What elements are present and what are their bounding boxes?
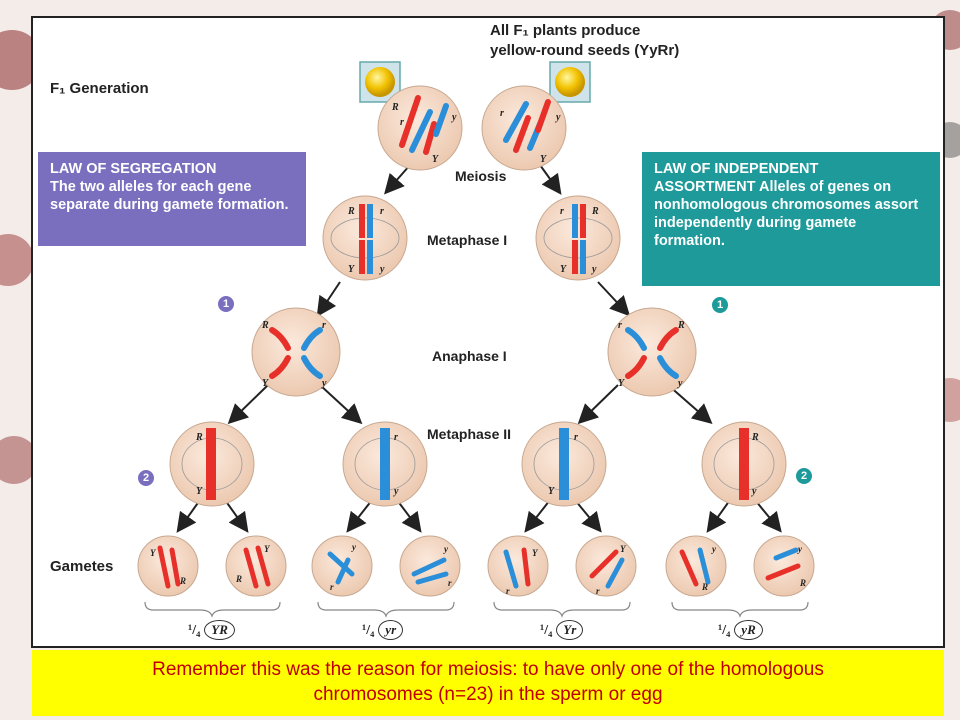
law-segregation-text: The two alleles for each gene separate d… [50, 179, 289, 213]
svg-text:Y: Y [620, 544, 627, 554]
stage-meiosis: Meiosis [455, 168, 507, 184]
svg-text:y: y [751, 486, 757, 497]
law-independent-text: ASSORTMENT Alleles of genes on nonhomolo… [654, 179, 919, 249]
gamete-cell-4: y r [399, 535, 461, 597]
gamete-cell-1: Y R [137, 535, 199, 597]
svg-text:Y: Y [432, 154, 439, 165]
svg-text:Y: Y [548, 486, 555, 497]
svg-text:y: y [351, 542, 357, 552]
metaphase-1-cell-left: R r Y y [322, 195, 408, 281]
caption-line-2: chromosomes (n=23) in the sperm or egg [313, 684, 663, 705]
svg-text:R: R [751, 432, 759, 443]
caption-box: Remember this was the reason for meiosis… [32, 650, 944, 716]
anaphase-1-cell-left: R r Y y [251, 307, 341, 397]
svg-text:R: R [347, 206, 355, 217]
metaphase-1-cell-right: r R Y y [535, 195, 621, 281]
svg-text:r: r [560, 206, 564, 217]
step-1-left: 1 [218, 296, 234, 312]
law-of-segregation-box: LAW OF SEGREGATION The two alleles for e… [38, 152, 306, 246]
gamete-brackets [144, 601, 809, 618]
svg-text:R: R [261, 320, 269, 331]
svg-text:y: y [797, 544, 803, 554]
metaphase-2-cell-3: r Y [521, 421, 607, 507]
svg-text:r: r [500, 108, 504, 119]
metaphase-2-cell-1: R Y [169, 421, 255, 507]
svg-text:Y: Y [540, 154, 547, 165]
metaphase-2-cell-4: R y [701, 421, 787, 507]
header-line-2: yellow-round seeds (YyRr) [490, 42, 680, 59]
step-2-right: 2 [796, 468, 812, 484]
seed-icon-left [359, 61, 401, 103]
caption-line-1: Remember this was the reason for meiosis… [152, 659, 824, 680]
svg-text:R: R [235, 574, 242, 584]
svg-text:r: r [322, 320, 326, 331]
genotype-yR: yR [734, 620, 763, 640]
svg-text:y: y [379, 264, 385, 275]
gamete-cell-8: y R [753, 535, 815, 597]
allele-R: R [391, 102, 399, 113]
metaphase-2-cell-2: r y [342, 421, 428, 507]
svg-text:Y: Y [262, 378, 269, 389]
svg-text:y: y [451, 112, 457, 123]
svg-text:R: R [195, 432, 203, 443]
arrows [176, 164, 782, 533]
f1-cell-right: r y Y [481, 85, 567, 171]
law-segregation-title: LAW OF SEGREGATION [50, 161, 217, 177]
f1-generation-label: F₁ Generation [50, 80, 149, 97]
svg-text:Y: Y [560, 264, 567, 275]
svg-text:Y: Y [618, 378, 625, 389]
genotype-Yr: Yr [556, 620, 584, 640]
stage-gametes: Gametes [50, 558, 114, 575]
step-2-left: 2 [138, 470, 154, 486]
svg-text:Y: Y [150, 548, 157, 558]
svg-text:y: y [555, 112, 561, 123]
stage-metaphase-2: Metaphase II [427, 426, 512, 442]
gamete-cell-3: y r [311, 535, 373, 597]
svg-text:r: r [394, 432, 398, 443]
step-1-right: 1 [712, 297, 728, 313]
svg-text:r: r [380, 206, 384, 217]
genotype-YR: YR [204, 620, 235, 640]
gamete-cell-2: Y R [225, 535, 287, 597]
svg-text:R: R [799, 578, 806, 588]
svg-text:y: y [443, 544, 449, 554]
svg-text:r: r [574, 432, 578, 443]
svg-text:R: R [179, 576, 186, 586]
gamete-cell-6: Y r [575, 535, 637, 597]
svg-text:Y: Y [196, 486, 203, 497]
svg-text:Y: Y [532, 548, 539, 558]
law-of-independent-assortment-box: LAW OF INDEPENDENT ASSORTMENT Alleles of… [642, 152, 940, 286]
f1-cell-left: R r y Y [377, 85, 463, 171]
svg-text:y: y [711, 544, 717, 554]
svg-text:R: R [677, 320, 685, 331]
svg-text:r: r [618, 320, 622, 331]
stage-metaphase-1: Metaphase I [427, 232, 508, 248]
svg-text:r: r [448, 578, 452, 588]
genotype-yr: yr [378, 620, 404, 640]
svg-text:y: y [393, 486, 399, 497]
stage-anaphase-1: Anaphase I [432, 348, 507, 364]
svg-text:y: y [321, 378, 327, 389]
svg-text:Y: Y [348, 264, 355, 275]
header-line-1: All F₁ plants produce [490, 22, 641, 39]
law-independent-title: LAW OF INDEPENDENT [654, 161, 819, 177]
svg-text:r: r [506, 586, 510, 596]
gamete-cell-5: Y r [487, 535, 549, 597]
svg-text:Y: Y [264, 544, 271, 554]
svg-text:r: r [596, 586, 600, 596]
svg-text:R: R [591, 206, 599, 217]
seed-icon-right [549, 61, 591, 103]
svg-text:r: r [330, 582, 334, 592]
svg-text:y: y [677, 378, 683, 389]
svg-text:y: y [591, 264, 597, 275]
svg-text:R: R [701, 582, 708, 592]
gamete-cell-7: y R [665, 535, 727, 597]
svg-text:r: r [400, 117, 404, 128]
anaphase-1-cell-right: r R Y y [607, 307, 697, 397]
